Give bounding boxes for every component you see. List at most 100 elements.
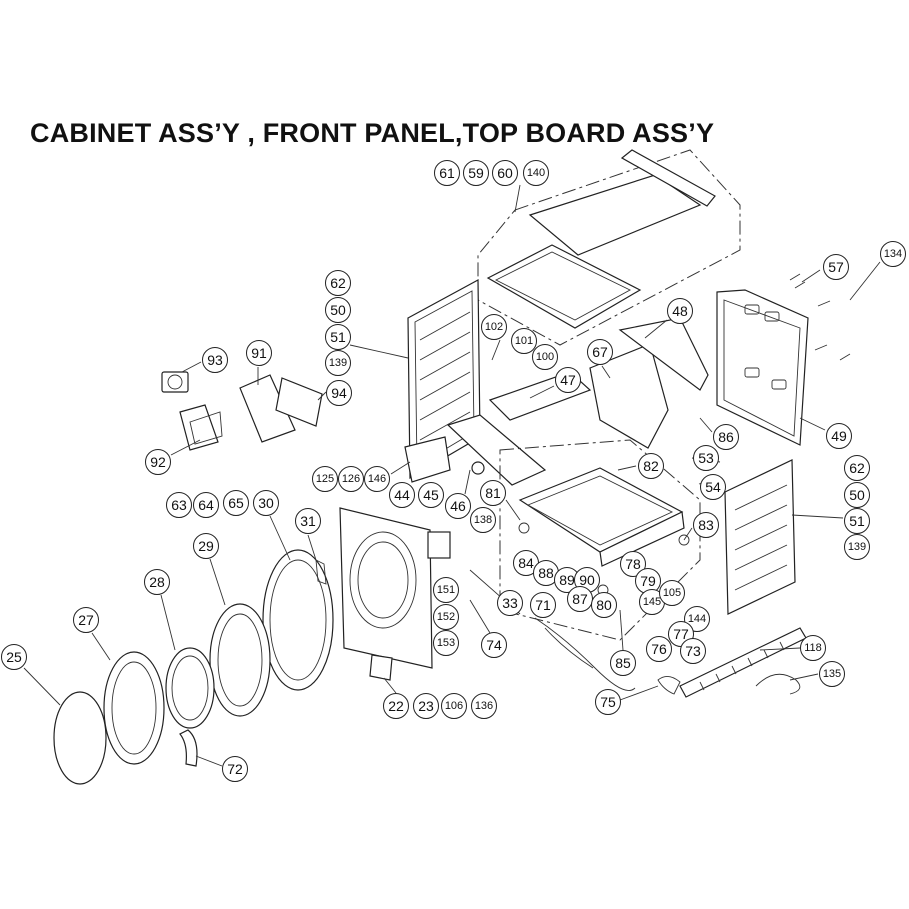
callout-106: 106 [441,693,467,719]
callout-circle [693,445,719,471]
callout-number: 67 [592,344,608,360]
callout-circle [591,592,617,618]
callout-circle [364,466,390,492]
callout-circle [325,297,351,323]
callout-22: 22 [383,693,409,719]
callout-45: 45 [418,482,444,508]
callout-number: 85 [615,655,631,671]
callout-number: 153 [437,637,455,649]
callout-25: 25 [1,644,27,670]
callout-circle [202,347,228,373]
callout-86: 86 [713,424,739,450]
callout-78: 78 [620,551,646,577]
callout-number: 59 [468,165,484,181]
callout-circle [246,340,272,366]
callout-29: 29 [193,533,219,559]
callout-80: 80 [591,592,617,618]
callout-circle [511,328,537,354]
callout-circle [532,344,558,370]
callout-136: 136 [471,693,497,719]
callout-63: 63 [166,492,192,518]
callout-126: 126 [338,466,364,492]
callout-circle [844,534,870,560]
callout-139: 139 [844,534,870,560]
callout-89: 89 [554,567,580,593]
callout-138: 138 [470,507,496,533]
callout-65: 65 [223,490,249,516]
callout-135: 135 [819,661,845,687]
callout-82: 82 [638,453,664,479]
callout-number: 80 [596,597,612,613]
callout-79: 79 [635,568,661,594]
callout-51: 51 [844,508,870,534]
callout-circle [659,580,685,606]
callout-circle [610,650,636,676]
callout-number: 28 [149,574,165,590]
callout-number: 23 [418,698,434,714]
callout-number: 139 [329,357,347,369]
callout-circle [480,480,506,506]
callout-46: 46 [445,493,471,519]
callout-118: 118 [800,635,826,661]
callout-circle [826,423,852,449]
callout-145: 145 [639,589,665,615]
callout-152: 152 [433,604,459,630]
callout-number: 45 [423,487,439,503]
callout-circle [433,630,459,656]
callout-number: 50 [330,302,346,318]
callout-number: 138 [474,514,492,526]
callout-number: 92 [150,454,166,470]
callout-number: 91 [251,345,267,361]
back-panel [716,273,851,446]
callout-number: 27 [78,612,94,628]
callout-94: 94 [326,380,352,406]
callout-number: 61 [439,165,455,181]
callout-31: 31 [295,508,321,534]
callout-151: 151 [433,577,459,603]
callout-71: 71 [530,592,556,618]
callout-87: 87 [567,586,593,612]
callout-number: 74 [486,637,502,653]
callout-number: 78 [625,556,641,572]
callout-62: 62 [844,455,870,481]
callout-125: 125 [312,466,338,492]
callout-53: 53 [693,445,719,471]
callout-circle [434,160,460,186]
callout-number: 31 [300,513,316,529]
callout-44: 44 [389,482,415,508]
callout-circle [667,298,693,324]
callout-number: 86 [718,429,734,445]
callout-48: 48 [667,298,693,324]
callout-circle [700,474,726,500]
callout-circle [223,490,249,516]
callout-circle [844,508,870,534]
callout-50: 50 [325,297,351,323]
callout-72: 72 [222,756,248,782]
callout-146: 146 [364,466,390,492]
callout-61: 61 [434,160,460,186]
callout-circle [389,482,415,508]
callout-134: 134 [880,241,906,267]
callout-circle [587,339,613,365]
callout-circle [492,160,518,186]
top-board-assembly [477,149,741,346]
callout-153: 153 [433,630,459,656]
callout-number: 94 [331,385,347,401]
callout-50: 50 [844,482,870,508]
callout-circle [413,693,439,719]
callout-circle [693,512,719,538]
callout-139: 139 [325,350,351,376]
callout-number: 105 [663,587,681,599]
callout-76: 76 [646,636,672,662]
callout-140: 140 [523,160,549,186]
callout-circle [383,693,409,719]
callout-number: 83 [698,517,714,533]
callout-91: 91 [246,340,272,366]
callout-number: 22 [388,698,404,714]
callout-circle [463,160,489,186]
callout-circle [595,689,621,715]
callout-circle [646,636,672,662]
callout-circle [193,492,219,518]
callout-number: 135 [823,668,841,680]
